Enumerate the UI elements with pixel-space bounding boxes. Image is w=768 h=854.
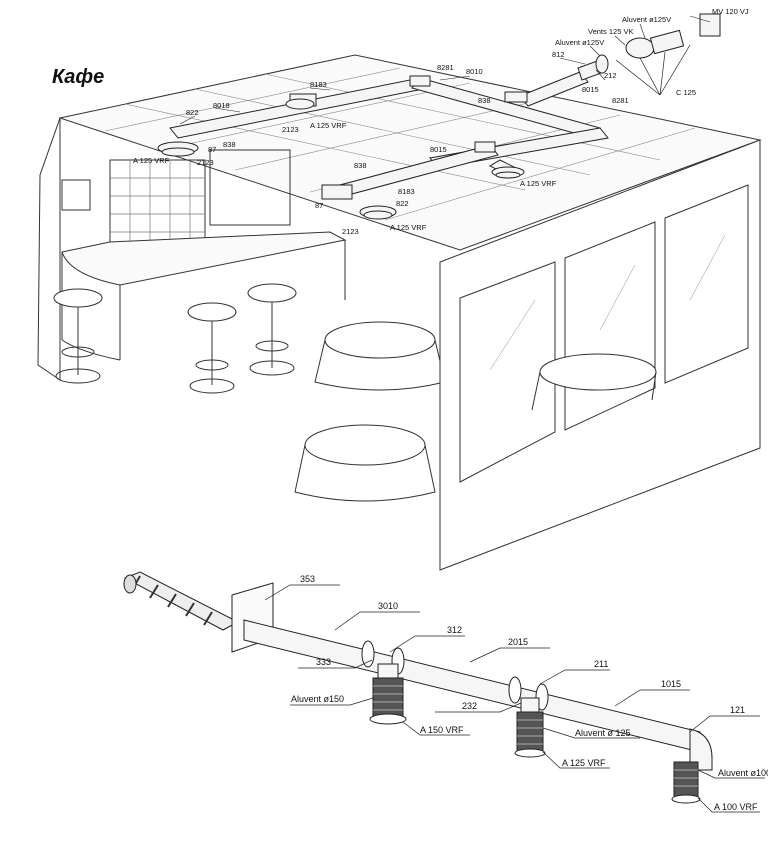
label-8183b: 8183	[398, 187, 415, 196]
bottom-labels: 353 3010 312 2015 333 211 1015 Aluvent ø…	[291, 574, 768, 812]
round-table	[314, 321, 446, 391]
label-a125vrf-a: A 125 VRF	[310, 121, 347, 130]
label-a125vrf-d: A 125 VRF	[390, 223, 427, 232]
label-c125: C 125	[676, 88, 696, 97]
label-2123b: 2123	[197, 158, 214, 167]
main-duct	[243, 619, 701, 753]
label-a125vrf-b: A 125 VRF	[133, 156, 170, 165]
diffuser	[359, 205, 397, 220]
label-838c: 838	[354, 161, 367, 170]
drop-125	[514, 697, 546, 758]
label-8281b: 8281	[612, 96, 629, 105]
label-aluvent150: Aluvent ø150	[291, 694, 344, 704]
label-a100vrf: A 100 VRF	[714, 802, 758, 812]
top-labels: MV 120 VJ Aluvent ø125V Vents 125 VK Alu…	[133, 7, 749, 236]
label-aluvent-top: Aluvent ø125V	[622, 15, 671, 24]
label-aluvent125: Aluvent ø 125	[575, 728, 631, 738]
label-822b: 822	[396, 199, 409, 208]
label-8015b: 8015	[430, 145, 447, 154]
label-87b: 87	[315, 201, 323, 210]
bottom-leader-lines	[264, 584, 765, 813]
page-title: Кафе	[52, 66, 105, 88]
label-a125vrf: A 125 VRF	[562, 758, 606, 768]
label-822a: 822	[186, 108, 199, 117]
label-211: 211	[594, 659, 608, 669]
label-2123c: 2123	[342, 227, 359, 236]
diffuser	[285, 98, 315, 110]
diffuser	[157, 141, 199, 157]
label-2015: 2015	[508, 637, 528, 647]
drop-100	[671, 761, 701, 804]
label-a125vrf-c: A 125 VRF	[520, 179, 557, 188]
bar-stool	[247, 283, 297, 376]
label-212: 212	[604, 71, 617, 80]
label-3010: 3010	[378, 601, 398, 611]
room-sketch	[37, 54, 762, 571]
label-a150vrf: A 150 VRF	[420, 725, 464, 735]
top-leader-lines	[179, 15, 711, 125]
label-232: 232	[462, 701, 477, 711]
label-812: 812	[552, 50, 565, 59]
label-vents: Vents 125 VK	[588, 27, 633, 36]
label-312: 312	[447, 625, 462, 635]
label-2123a: 2123	[282, 125, 299, 134]
label-8018: 8018	[213, 101, 230, 110]
diffuser	[491, 166, 525, 179]
label-353: 353	[300, 574, 315, 584]
label-838a: 838	[478, 96, 491, 105]
label-1015: 1015	[661, 679, 681, 689]
label-aluvent100: Aluvent ø100	[718, 768, 768, 778]
label-8015a: 8015	[582, 85, 599, 94]
label-121: 121	[730, 705, 745, 715]
fan-chain	[577, 13, 721, 81]
label-333: 333	[316, 657, 331, 667]
ceiling-duct-system	[157, 13, 721, 220]
round-table	[294, 424, 436, 502]
label-8183a: 8183	[310, 80, 327, 89]
label-8281a: 8281	[437, 63, 454, 72]
label-838b: 838	[223, 140, 236, 149]
label-8010: 8010	[466, 67, 483, 76]
flex-inlet	[123, 571, 240, 631]
label-aluvent-mid: Aluvent ø125V	[555, 38, 604, 47]
label-87a: 87	[208, 145, 216, 154]
round-duct-assembly	[123, 571, 713, 804]
bar-stool	[187, 302, 237, 394]
bar-stool	[53, 288, 103, 384]
label-mv: MV 120 VJ	[712, 7, 749, 16]
